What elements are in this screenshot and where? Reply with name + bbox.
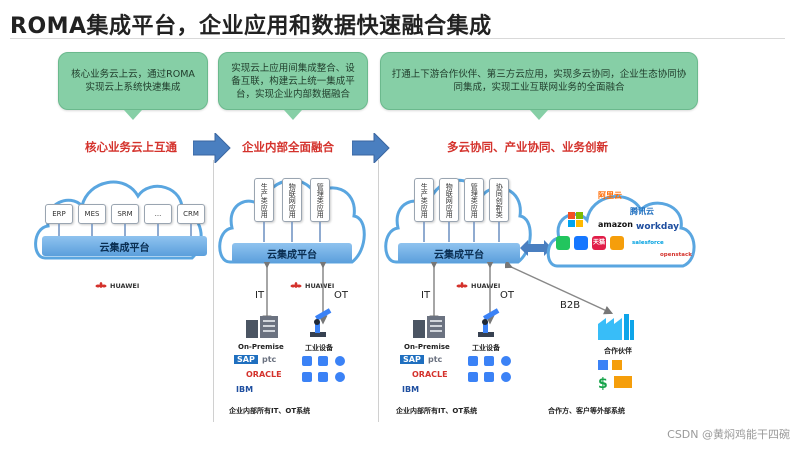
bubble-internal-text: 实现云上应用间集成整合、设备互联，构建云上统一集成平台，实现企业内部数据融合 (231, 62, 355, 100)
windows-icon (568, 212, 583, 227)
vendor-openstack: openstack (660, 252, 692, 258)
factory-icon (598, 314, 634, 340)
bubble-core-business: 核心业务云上云，通过ROMA实现云上系统快速集成 (58, 52, 208, 110)
heading-core: 核心业务云上互通 (85, 140, 177, 154)
vendor-ptc-text: ptc (428, 355, 443, 364)
system-more: ... (144, 204, 172, 224)
huawei-logo: HUAWEI (95, 282, 139, 290)
huawei-wordmark: HUAWEI (110, 282, 140, 290)
vendor-ibm: IBM (402, 385, 419, 394)
vendor-amazon-text: amazon (598, 220, 633, 229)
ot-label: OT (334, 290, 348, 301)
vendor-ptc-text: ptc (262, 355, 277, 364)
vendor-tencent: 腾讯云 (630, 206, 654, 217)
title-divider (10, 38, 785, 39)
cloud-platform-bar: 云集成平台 (42, 236, 207, 256)
panel3-footer-right: 合作方、客户等外部系统 (548, 407, 625, 415)
vendor-salesforce: salesforce (632, 240, 664, 246)
it-label: IT (255, 290, 265, 301)
bubble-internal: 实现云上应用间集成整合、设备互联，构建云上统一集成平台，实现企业内部数据融合 (218, 52, 368, 110)
robot-arm-icon (310, 308, 332, 337)
vendor-openstack-text: openstack (660, 252, 692, 258)
equipment-icons (468, 356, 511, 382)
vendor-ptc: ptc (262, 355, 276, 364)
b2b-label: B2B (560, 300, 581, 311)
huawei-petals-icon (95, 282, 107, 290)
huawei-petals-icon (456, 282, 468, 290)
vendor-tencent-text: 腾讯云 (630, 207, 654, 216)
on-premise-label: On-Premise (238, 343, 284, 351)
vendor-workday: workday (636, 222, 679, 232)
vendor-salesforce-text: salesforce (632, 240, 664, 246)
system-srm: SRM (111, 204, 139, 224)
it-ot-arrows (262, 262, 328, 325)
vendor-oracle: ORACLE (246, 370, 282, 379)
svg-text:$: $ (598, 376, 608, 392)
it-ot-arrows (429, 262, 495, 325)
vendor-sap-text: SAP (403, 355, 421, 364)
panel-divider (213, 160, 214, 422)
it-label: IT (421, 290, 431, 301)
vendor-oracle-text: ORACLE (412, 370, 448, 379)
vendor-aliyun-text: 阿里云 (598, 191, 622, 200)
connector-lines (263, 222, 321, 242)
bubble-tail-1 (124, 110, 142, 120)
bubble-multicloud: 打通上下游合作伙伴、第三方云应用，实现多云协同，企业生态协同协同集成，实现工业互… (380, 52, 698, 110)
bubble-tail-2 (284, 110, 302, 120)
equipment-icons (302, 356, 345, 382)
system-erp: ERP (45, 204, 73, 224)
vendor-oracle-text: ORACLE (246, 370, 282, 379)
page-title: ROMA集成平台，企业应用和数据快速融合集成 (10, 14, 492, 39)
bubble-multicloud-text: 打通上下游合作伙伴、第三方云应用，实现多云协同，企业生态协同协同集成，实现工业互… (391, 69, 687, 93)
panel-divider (378, 160, 379, 422)
app-collaboration: 协同创新类 (489, 178, 509, 222)
server-icon (246, 316, 278, 338)
bubble-tail-3 (530, 110, 548, 120)
industrial-label: 工业设备 (472, 344, 500, 352)
arrow-right-icon (352, 133, 390, 163)
b2b-arrow (505, 262, 614, 315)
app-management: 管理类应用 (310, 178, 330, 222)
robot-arm-icon (478, 308, 500, 337)
panel3-footer-left: 企业内部所有IT、OT系统 (396, 407, 478, 415)
industrial-label: 工业设备 (305, 344, 333, 352)
vendor-sap: SAP (234, 355, 258, 364)
app-icons-row (556, 236, 624, 250)
vendor-ptc: ptc (428, 355, 442, 364)
vendor-tmall: 天猫 (593, 237, 605, 246)
watermark: CSDN @黄焖鸡能干四碗 (667, 428, 790, 441)
app-iot: 物联网应用 (282, 178, 302, 222)
vendor-workday-text: workday (636, 222, 680, 232)
connector-lines (423, 222, 500, 242)
arrow-right-icon (193, 133, 231, 163)
huawei-petals-icon (290, 282, 302, 290)
vendor-ibm-text: IBM (236, 385, 254, 394)
partner-label: 合作伙伴 (604, 347, 632, 355)
bubble-core-business-text: 核心业务云上云，通过ROMA实现云上系统快速集成 (71, 69, 195, 93)
app-production: 生产类应用 (254, 178, 274, 222)
vendor-sap-text: SAP (237, 355, 255, 364)
vendor-ibm-text: IBM (402, 385, 420, 394)
bidirectional-arrow-icon (520, 240, 552, 256)
vendor-ibm: IBM (236, 385, 253, 394)
on-premise-label: On-Premise (404, 343, 450, 351)
connector-lines (58, 224, 192, 236)
vendor-tmall-text: 天猫 (593, 239, 606, 246)
system-mes: MES (78, 204, 106, 224)
partner-icons: $ (598, 360, 632, 392)
vendor-oracle: ORACLE (412, 370, 448, 379)
vendor-amazon: amazon (598, 220, 633, 229)
app-production: 生产类应用 (414, 178, 434, 222)
app-management: 管理类应用 (464, 178, 484, 222)
app-iot: 物联网应用 (439, 178, 459, 222)
vendor-sap: SAP (400, 355, 424, 364)
server-icon (413, 316, 445, 338)
cloud-platform-bar: 云集成平台 (398, 243, 520, 263)
vendor-aliyun: 阿里云 (598, 190, 622, 201)
panel2-footer: 企业内部所有IT、OT系统 (229, 407, 311, 415)
heading-internal: 企业内部全面融合 (242, 140, 334, 154)
cloud-platform-bar: 云集成平台 (232, 243, 352, 263)
heading-multicloud: 多云协同、产业协同、业务创新 (447, 140, 608, 154)
system-crm: CRM (177, 204, 205, 224)
